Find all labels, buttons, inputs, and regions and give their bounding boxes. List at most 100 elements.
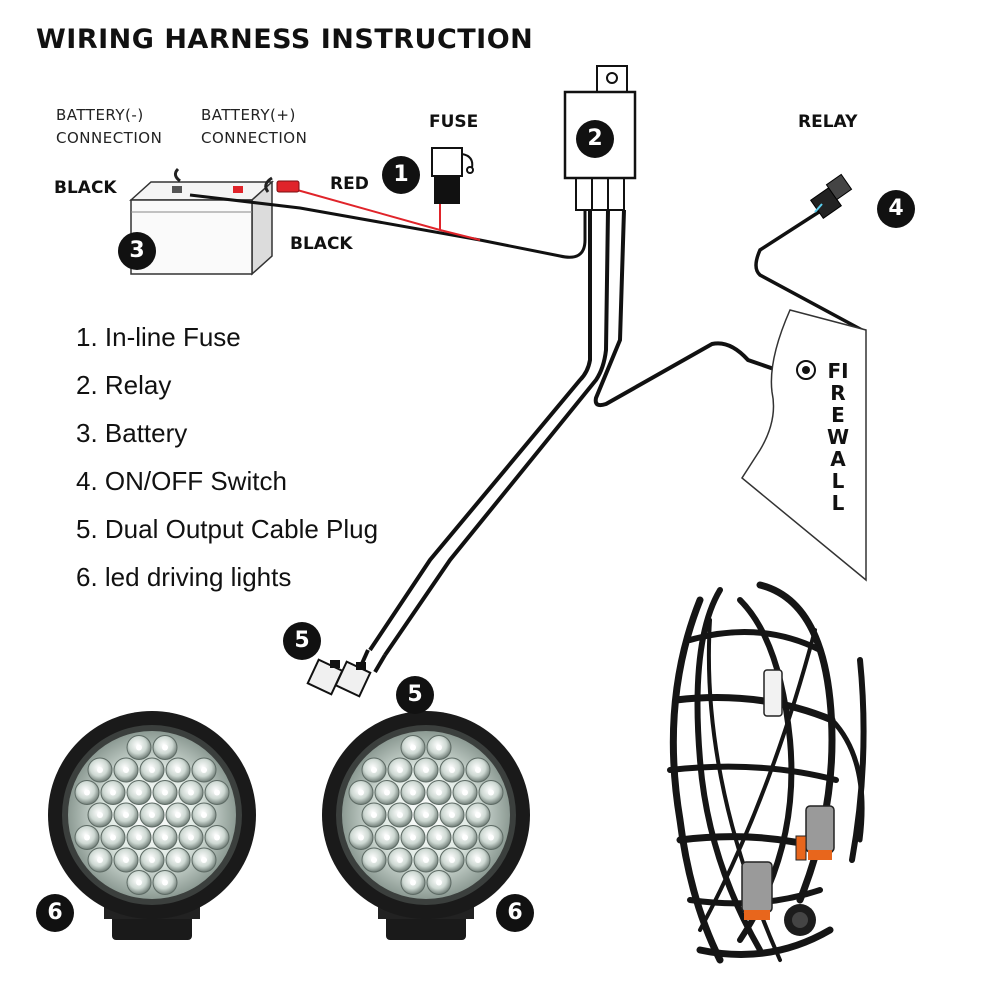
led-chip bbox=[162, 744, 168, 751]
led-chip bbox=[475, 767, 481, 773]
led-chip bbox=[162, 834, 168, 841]
led-chip bbox=[436, 789, 442, 796]
switch-icon bbox=[809, 173, 853, 220]
legend-item: 2. Relay bbox=[76, 370, 172, 400]
battery-negative-label-line1: BATTERY(-) bbox=[56, 106, 144, 124]
led-chip bbox=[84, 789, 90, 796]
led-chip bbox=[162, 879, 168, 886]
led-chip bbox=[201, 812, 207, 818]
badge-light-left: 6 bbox=[36, 894, 74, 932]
led-chip bbox=[449, 857, 455, 863]
relay-icon bbox=[563, 65, 637, 211]
led-chip bbox=[358, 834, 364, 841]
led-chip bbox=[136, 744, 142, 751]
relay-label: RELAY bbox=[798, 112, 858, 132]
led-chip bbox=[397, 767, 403, 773]
led-chip bbox=[136, 879, 142, 886]
led-chip bbox=[449, 767, 455, 773]
legend-item: 5. Dual Output Cable Plug bbox=[76, 514, 379, 544]
relay-trunk-wire-b bbox=[383, 209, 610, 657]
led-chip bbox=[475, 857, 481, 863]
led-light-icon bbox=[48, 711, 256, 940]
black-wire-label: BLACK bbox=[290, 234, 353, 254]
led-chip bbox=[84, 834, 90, 841]
led-chip bbox=[384, 834, 390, 841]
led-chip bbox=[162, 789, 168, 796]
led-chip bbox=[110, 789, 116, 796]
led-chip bbox=[123, 857, 129, 863]
led-light-icon bbox=[322, 711, 530, 940]
led-chip bbox=[123, 812, 129, 818]
black-ground-wire bbox=[189, 193, 587, 259]
led-chip bbox=[136, 834, 142, 841]
legend-item: 1. In-line Fuse bbox=[76, 322, 241, 352]
fuse-icon bbox=[431, 147, 474, 204]
plug-icon bbox=[306, 649, 387, 698]
battery-negative-label-line2: CONNECTION bbox=[56, 129, 163, 147]
badge-plug-b: 5 bbox=[396, 676, 434, 714]
badge-fuse: 1 bbox=[382, 156, 420, 194]
led-chip bbox=[214, 834, 220, 841]
badge-light-right: 6 bbox=[496, 894, 534, 932]
led-chip bbox=[462, 789, 468, 796]
led-chip bbox=[97, 857, 103, 863]
led-chip bbox=[436, 834, 442, 841]
firewall-panel bbox=[741, 309, 867, 582]
battery-positive-label-line1: BATTERY(+) bbox=[201, 106, 296, 124]
battery-positive-label: BATTERY(+) CONNECTION bbox=[201, 104, 307, 150]
led-chip bbox=[371, 812, 377, 818]
black-terminal-label: BLACK bbox=[54, 178, 117, 198]
battery-positive-label-line2: CONNECTION bbox=[201, 129, 308, 147]
led-chip bbox=[175, 767, 181, 773]
led-chip bbox=[175, 812, 181, 818]
badge-plug-a: 5 bbox=[283, 622, 321, 660]
led-chip bbox=[462, 834, 468, 841]
legend-list: 1. In-line Fuse 2. Relay 3. Battery 4. O… bbox=[76, 320, 378, 608]
led-chip bbox=[175, 857, 181, 863]
led-chip bbox=[488, 789, 494, 796]
legend-item: 4. ON/OFF Switch bbox=[76, 466, 287, 496]
led-chip bbox=[475, 812, 481, 818]
page-title: WIRING HARNESS INSTRUCTION bbox=[36, 24, 534, 55]
led-chip bbox=[149, 812, 155, 818]
led-chip bbox=[397, 857, 403, 863]
relay-trunk-wire-a bbox=[368, 210, 592, 652]
led-chip bbox=[423, 857, 429, 863]
firewall-label: FIREWALL bbox=[826, 359, 850, 515]
led-chip bbox=[201, 767, 207, 773]
badge-battery: 3 bbox=[118, 232, 156, 270]
led-chip bbox=[136, 789, 142, 796]
led-chip bbox=[410, 879, 416, 886]
led-chip bbox=[97, 767, 103, 773]
legend-item: 3. Battery bbox=[76, 418, 188, 448]
led-chip bbox=[214, 789, 220, 796]
relay-trunk-wire-c bbox=[593, 209, 801, 408]
led-chip bbox=[423, 767, 429, 773]
led-chip bbox=[371, 767, 377, 773]
led-chip bbox=[423, 812, 429, 818]
red-wire-label: RED bbox=[330, 174, 369, 194]
led-chip bbox=[149, 767, 155, 773]
battery-negative-label: BATTERY(-) CONNECTION bbox=[56, 104, 162, 150]
led-chip bbox=[371, 857, 377, 863]
led-chip bbox=[97, 812, 103, 818]
legend-item: 6. led driving lights bbox=[76, 562, 292, 592]
led-chip bbox=[358, 789, 364, 796]
led-chip bbox=[384, 789, 390, 796]
led-chip bbox=[410, 789, 416, 796]
fuse-label: FUSE bbox=[429, 112, 479, 132]
led-chip bbox=[201, 857, 207, 863]
led-chip bbox=[436, 879, 442, 886]
led-chip bbox=[188, 834, 194, 841]
harness-connector-icon bbox=[741, 669, 835, 936]
led-chip bbox=[410, 834, 416, 841]
led-chip bbox=[410, 744, 416, 751]
led-chip bbox=[436, 744, 442, 751]
led-chip bbox=[397, 812, 403, 818]
badge-switch: 4 bbox=[877, 190, 915, 228]
badge-relay: 2 bbox=[576, 120, 614, 158]
led-chip bbox=[188, 789, 194, 796]
led-chip bbox=[110, 834, 116, 841]
